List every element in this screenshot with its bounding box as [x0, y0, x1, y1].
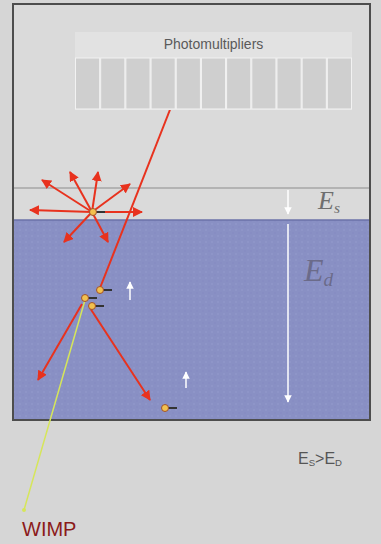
- text-run: Photomultipliers: [164, 36, 264, 52]
- wimp-dot: [22, 508, 26, 512]
- condition-note: ES>ED: [298, 450, 342, 468]
- field-arrow: [287, 224, 289, 402]
- field-label: Es: [318, 186, 340, 217]
- field-label: Ed: [304, 252, 333, 291]
- subscript: D: [335, 457, 342, 468]
- field-arrow: [287, 190, 289, 214]
- text-run: >E: [315, 450, 335, 467]
- subscript: S: [309, 457, 315, 468]
- subscript: s: [334, 199, 340, 216]
- liquid-xenon: [14, 220, 369, 419]
- node-label: Photomultipliers: [75, 36, 352, 52]
- text-run: WIMP: [22, 518, 76, 540]
- drift-arrow: [129, 282, 131, 300]
- subscript: d: [324, 269, 334, 290]
- wimp-track: [24, 300, 85, 510]
- particle-label: WIMP: [22, 518, 76, 541]
- photomultiplier-array: Photomultipliers: [75, 32, 352, 110]
- drift-arrow: [185, 372, 187, 388]
- text-run: E: [318, 186, 334, 215]
- gate-line: [14, 188, 369, 189]
- text-run: E: [304, 252, 324, 288]
- liquid-surface: [14, 219, 369, 221]
- vessel: [13, 4, 370, 420]
- text-run: E: [298, 450, 309, 467]
- photon-arrows: [30, 74, 184, 400]
- electrons: [82, 209, 178, 412]
